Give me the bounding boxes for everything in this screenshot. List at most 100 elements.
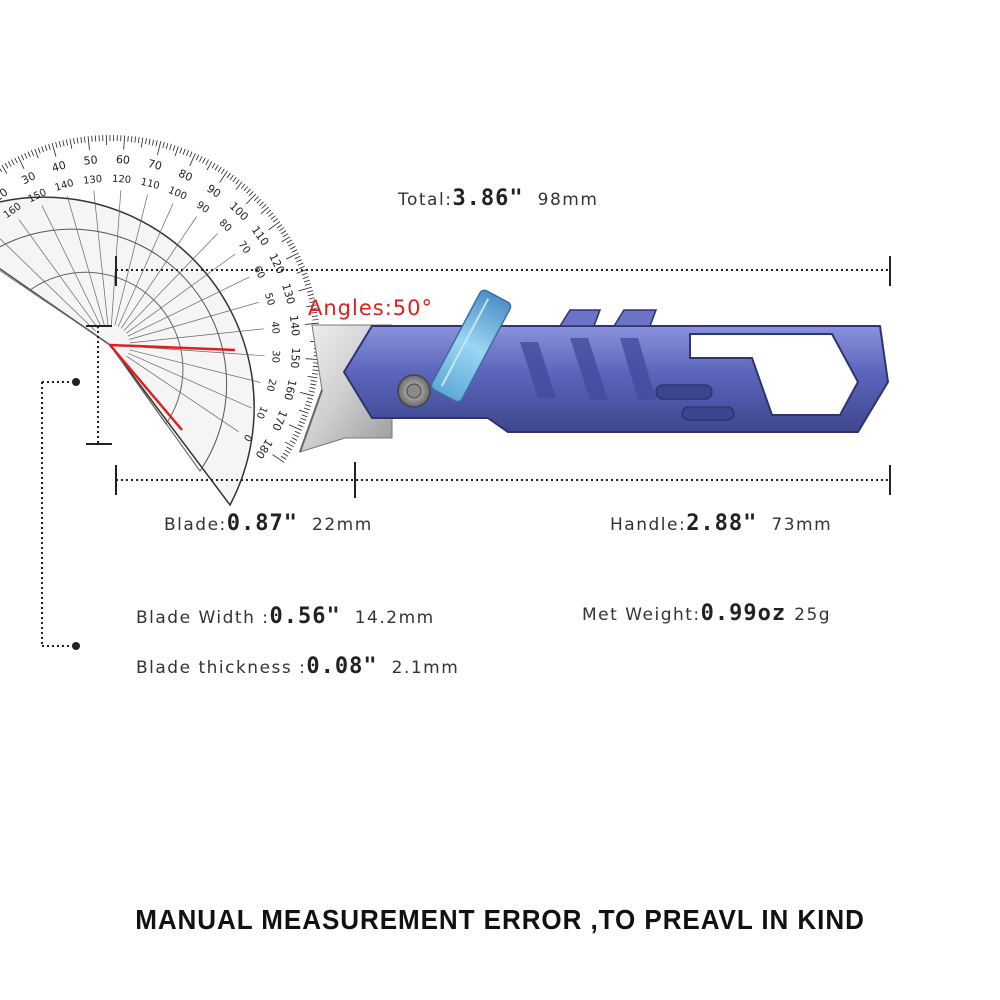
handle-mm: 73mm [771,515,833,535]
protractor-tick [30,150,34,157]
protractor-inner-number: 60 [251,264,266,280]
protractor-tick [270,215,276,220]
protractor-tick [127,135,129,142]
protractor-tick [174,146,179,157]
protractor-outer-number: 60 [116,153,131,167]
protractor-tick [65,139,68,146]
protractor-tick [308,297,315,300]
protractor-inner-number: 70 [236,239,252,256]
protractor-outer-number: 160 [281,378,299,402]
protractor-tick [165,143,169,150]
protractor-tick [282,452,289,457]
protractor-tick [44,145,48,152]
protractor-inner-number: 90 [194,200,211,216]
protractor-tick [157,141,162,155]
protractor-tick [34,148,39,159]
protractor-tick [308,390,315,393]
protractor-tick [76,137,79,144]
blade-label: Blade: [164,515,227,535]
protractor-tick [301,272,308,276]
protractor-tick [300,417,307,421]
protractor-tick [296,259,303,263]
protractor-ray [18,219,99,330]
protractor-ray [128,352,252,409]
protractor-outer-number: 40 [50,159,67,175]
protractor-ray [126,355,239,432]
protractor-tick [304,322,319,325]
protractor-tick [297,424,304,428]
protractor-tick [302,276,309,279]
protractor-tick [268,221,281,231]
protractor-ray [117,203,174,327]
protractor-outer-number: 150 [288,347,302,369]
protractor-inner-number: 130 [83,174,103,187]
protractor-tick [289,440,296,444]
protractor-outer-number: 90 [204,182,223,201]
total-inch: 3.86" [452,186,524,211]
protractor-tick [310,380,317,382]
protractor-tick [284,449,291,454]
protractor-outer-number: 170 [269,408,289,432]
protractor-inner-number: 10 [254,404,269,420]
protractor-tick [256,198,262,204]
protractor-tick [307,293,314,297]
protractor-tick [205,159,209,166]
protractor-outer-number: 20 [0,186,10,205]
blade-inch: 0.87" [226,511,299,536]
protractor-tick [240,183,246,189]
protractor-inner-number: 120 [112,174,132,186]
protractor-outer-number: 80 [176,167,194,185]
protractor-tick [51,143,57,157]
protractor-inner-number: 100 [166,185,188,203]
protractor-tick [186,150,190,157]
disclaimer-text: MANUAL MEASUREMENT ERROR ,TO PREAVL IN K… [135,904,865,935]
protractor-tick [310,308,317,310]
protractor-tick [20,154,25,161]
protractor-tick [226,172,231,179]
protractor-tick [17,156,25,170]
protractor-tick [69,138,73,149]
protractor-tick [284,441,294,448]
protractor-tick [202,157,206,164]
net-weight-label: Met Weight: [582,605,701,625]
protractor-tick [206,161,213,171]
protractor-tick [293,434,299,438]
protractor-tick [309,387,316,390]
protractor-tick [195,154,200,161]
protractor-tick [189,151,193,158]
protractor-inner-number: 20 [264,378,278,393]
protractor-inner-number: 140 [54,178,75,194]
protractor-tick [268,212,274,217]
protractor-tick [281,236,291,243]
protractor-tick [84,136,86,143]
protractor-tick [235,179,240,185]
protractor-ray [120,216,197,329]
protractor-ray [129,346,265,357]
protractor-tick [11,159,15,166]
blade-width-marker [86,325,112,445]
protractor-tick [162,142,165,149]
blade-mm: 22mm [312,515,373,535]
protractor-tick [303,407,310,411]
protractor-inner-number: 110 [139,177,160,192]
protractor-ray [0,238,96,332]
protractor-outer-number: 110 [249,224,272,249]
protractor-tick [312,319,319,321]
blade-width-mm: 14.2mm [354,608,435,628]
protractor-tick [303,279,310,283]
protractor-tick [298,421,305,425]
protractor-outer-number: 130 [279,282,297,306]
protractor-tick [300,392,314,397]
protractor-tick [130,136,133,143]
protractor-tick [243,186,249,192]
protractor-tick [266,209,272,215]
protractor-outer-number: 140 [287,314,302,336]
protractor-tick [298,409,309,414]
protractor-tick [246,188,251,194]
protractor-tick [304,283,311,286]
protractor-tick [253,196,259,202]
protractor-tick [73,138,75,145]
protractor-tick [155,140,158,147]
protractor-icon: 0102030405060708090100110120130140150160… [0,135,320,507]
blade-thickness-measurement: Blade thickness :0.08"2.1mm [136,654,459,679]
